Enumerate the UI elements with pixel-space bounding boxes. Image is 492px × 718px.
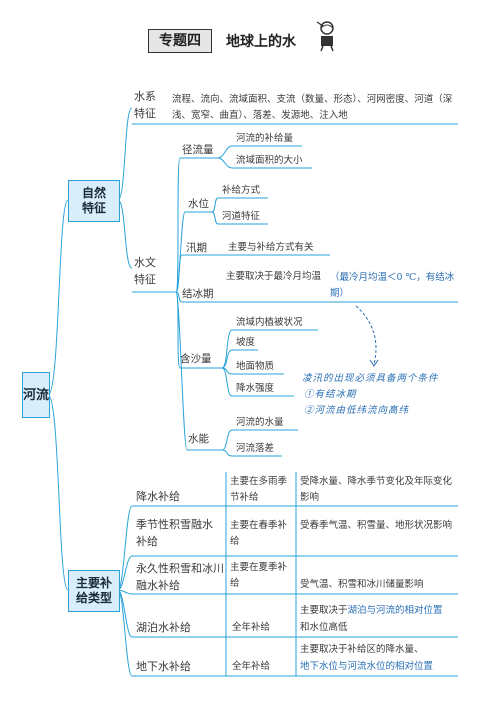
level-item-1: 补给方式 — [222, 185, 261, 196]
level-label: 水位 — [188, 198, 209, 210]
globe-mascot-icon — [316, 21, 334, 52]
supply-row-5-season: 全年补给 — [232, 661, 271, 672]
supply-row-3-season: 主要在夏季补给 — [230, 562, 288, 589]
sediment-label: 含沙量 — [180, 353, 212, 365]
energy-item-2: 河流落差 — [236, 443, 275, 454]
runoff-item-2: 流域面积的大小 — [236, 155, 303, 166]
flood-text: 主要与补给方式有关 — [228, 242, 314, 253]
supply-row-4-factor-b: 湖泊与河流的相对位置 — [347, 605, 443, 616]
supply-row-5-name: 地下水补给 — [136, 660, 191, 673]
supply-row-4-season: 全年补给 — [232, 622, 271, 633]
supply-row-5-factor-b: 地下水位与河流水位的相对位置 — [300, 661, 434, 672]
supply-row-2-factor: 受春季气温、积雪量、地形状况影响 — [300, 520, 453, 531]
sediment-item-2: 坡度 — [236, 337, 256, 348]
freeze-note: （最冷月均温＜0 ℃，有结冰期） — [330, 272, 455, 299]
hydro-label: 水文 特征 — [134, 256, 156, 286]
header-title: 地球上的水 — [226, 34, 296, 50]
supply-row-4-factor-a: 主要取决于 — [300, 605, 348, 616]
supply-row-1-season: 主要在多雨季节补给 — [230, 476, 288, 503]
supply-row-4-name: 湖泊水补给 — [136, 621, 191, 634]
branch-natural-features: 自然 特征 — [68, 180, 120, 222]
supply-row-3-name: 永久性积雪和冰川融水补给 — [136, 562, 224, 592]
energy-label: 水能 — [188, 433, 209, 445]
water-system-label: 水系 特征 — [134, 90, 156, 120]
runoff-label: 径流量 — [182, 144, 214, 156]
supply-row-2-name: 季节性积雪融水补给 — [136, 518, 213, 548]
branch-supply-types: 主要补 给类型 — [68, 570, 120, 612]
sediment-item-1: 流域内植被状况 — [236, 317, 303, 328]
freeze-label: 结冰期 — [182, 288, 214, 300]
freeze-text: 主要取决于最冷月均温 — [226, 271, 322, 282]
sediment-item-4: 降水强度 — [236, 383, 275, 394]
runoff-item-1: 河流的补给量 — [236, 133, 294, 144]
annotation-item-1: ①有结冰期 — [304, 389, 357, 400]
level-item-2: 河道特征 — [222, 211, 261, 222]
supply-row-4-factor: 主要取决于湖泊与河流的相对位置 — [300, 604, 443, 618]
energy-item-1: 河流的水量 — [236, 417, 284, 428]
supply-row-1-factor: 受降水量、降水季节变化及年际变化影响 — [300, 476, 453, 503]
water-system-text: 流程、流向、流域面积、支流（数量、形态）、河网密度、河道（深浅、宽窄、曲直）、落… — [172, 94, 453, 121]
sediment-item-3: 地面物质 — [236, 361, 275, 372]
annotation-title: 凌汛的出现必须具备两个条件 — [302, 373, 439, 384]
flood-label: 汛期 — [186, 242, 207, 254]
root-node: 河流 — [22, 372, 50, 418]
annotation-item-2: ②河流由低纬流向高纬 — [304, 405, 410, 416]
header-badge: 专题四 — [148, 29, 212, 53]
supply-row-1-name: 降水补给 — [136, 490, 180, 503]
supply-row-2-season: 主要在春季补给 — [230, 520, 288, 547]
supply-row-4-factor-c: 和水位高低 — [300, 622, 348, 633]
supply-row-5-factor-a: 主要取决于补给区的降水量、 — [300, 644, 424, 655]
supply-row-3-factor: 受气温、积雪和冰川储量影响 — [300, 579, 424, 590]
